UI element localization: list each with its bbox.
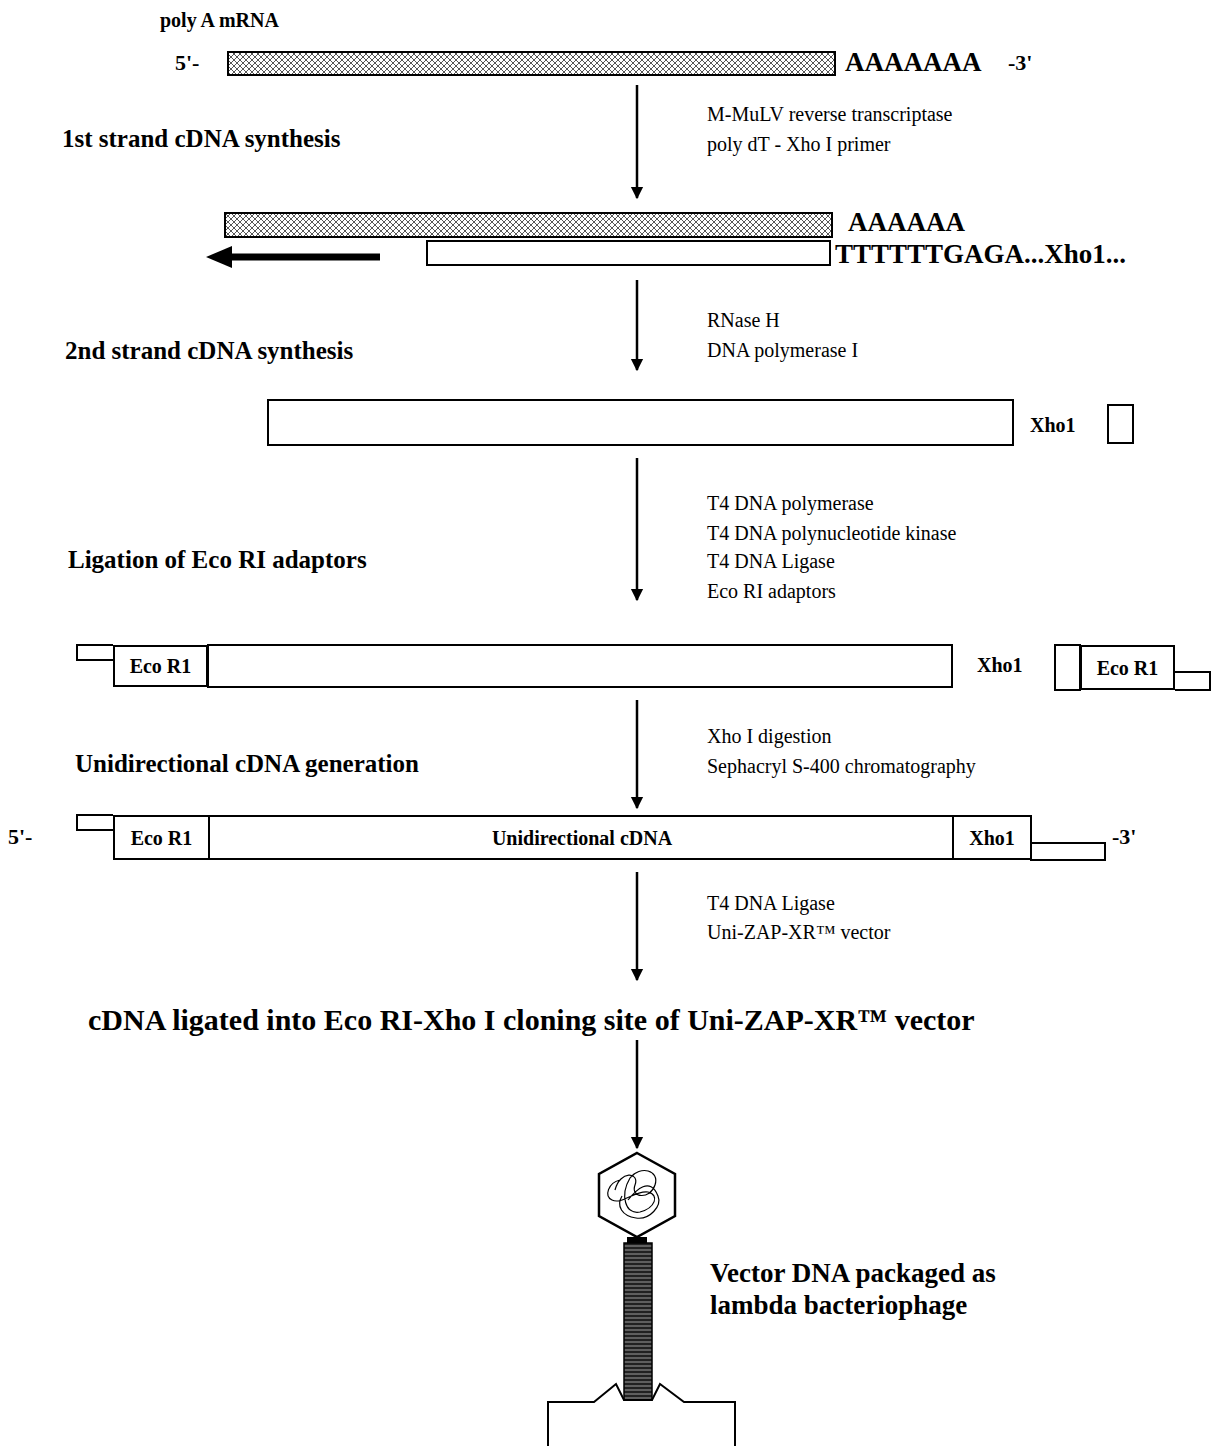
reagent-label: poly dT - Xho I primer: [707, 132, 891, 156]
synthesis-arrowhead: [206, 246, 232, 268]
cdna-body: [208, 645, 952, 687]
reagent-label: Xho I digestion: [707, 724, 831, 748]
adaptor-segment: Eco R1: [113, 645, 208, 687]
step-heading: 1st strand cDNA synthesis: [62, 124, 341, 154]
reagent-label: poly A mRNA: [160, 8, 279, 32]
step-heading: Ligation of Eco RI adaptors: [68, 545, 367, 575]
adaptor-overhang: [77, 645, 113, 660]
sequence-label: -3': [1112, 824, 1136, 850]
reagent-label: T4 DNA Ligase: [707, 549, 835, 573]
step-heading: AAAAAAA: [845, 46, 982, 78]
lambda-phage: [548, 1153, 735, 1446]
box-label: Eco R1: [131, 826, 193, 850]
double-strand-cdna: [268, 400, 1013, 445]
reagent-label: Xho1: [1030, 413, 1076, 437]
reagent-label: DNA polymerase I: [707, 338, 858, 362]
reagent-label: Eco RI adaptors: [707, 579, 836, 603]
box-label: Eco R1: [130, 654, 192, 678]
step-heading: Vector DNA packaged as lambda bacterioph…: [710, 1257, 1090, 1322]
step-heading: TTTTTTGAGA...Xho1...: [835, 238, 1126, 270]
box-label: Unidirectional cDNA: [492, 826, 672, 850]
step-heading: 2nd strand cDNA synthesis: [65, 336, 353, 366]
box-label: Xho1: [969, 826, 1015, 850]
synthesis-arrow: [228, 254, 380, 261]
reagent-label: T4 DNA polymerase: [707, 491, 874, 515]
reagent-label: RNase H: [707, 308, 780, 332]
sequence-label: -3': [1008, 50, 1032, 76]
reagent-label: Uni-ZAP-XR™ vector: [707, 920, 890, 944]
reagent-label: M-MuLV reverse transcriptase: [707, 102, 953, 126]
adaptor-overhang: [1175, 672, 1210, 690]
mrna-bar: [228, 52, 835, 75]
adaptor-overhang: [77, 815, 113, 830]
cdna-insert: Unidirectional cDNA Eco R1 Xho1: [113, 815, 1030, 860]
sequence-label: 5'-: [175, 50, 199, 76]
reagent-label: Xho1: [977, 653, 1023, 677]
sequence-label: 5'-: [8, 824, 32, 850]
adaptor-box: Eco R1: [1080, 645, 1175, 690]
step-heading: cDNA ligated into Eco RI-Xho I cloning s…: [88, 1002, 975, 1038]
xho-segment: Xho1: [952, 815, 1032, 860]
reagent-label: Sephacryl S-400 chromatography: [707, 754, 976, 778]
step-heading: AAAAAA: [848, 206, 965, 238]
reagent-label: T4 DNA Ligase: [707, 891, 835, 915]
xho-fragment: [1108, 405, 1133, 443]
mrna-bar: [225, 213, 832, 237]
adaptor-segment: Eco R1: [113, 815, 210, 860]
box-label: Eco R1: [1097, 656, 1159, 680]
xho-fragment: [1055, 645, 1080, 690]
xho-overhang: [1030, 843, 1105, 860]
cdna-strand: [427, 241, 830, 265]
step-heading: Unidirectional cDNA generation: [75, 749, 419, 779]
reagent-label: T4 DNA polynucleotide kinase: [707, 521, 956, 545]
